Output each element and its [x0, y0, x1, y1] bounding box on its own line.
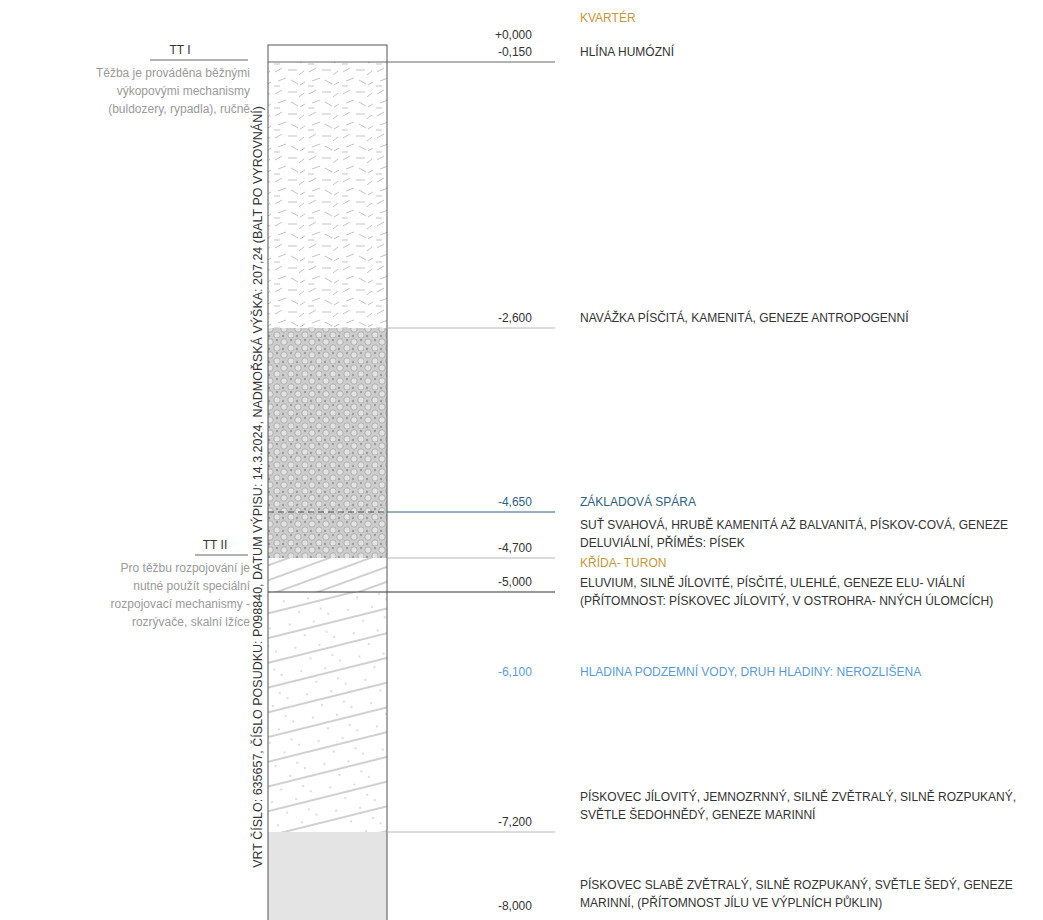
borehole-info: VRT ČÍSLO: 635657, ČÍSLO POSUDKU: P09884…: [250, 106, 266, 868]
water-level-label: HLADINA PODZEMNÍ VODY, DRUH HLADINY: NER…: [580, 664, 921, 680]
stratigraphy-label: KŘÍDA- TURON: [580, 555, 666, 571]
depth-value: -8,000: [496, 898, 532, 914]
depth-value: -2,600: [496, 310, 532, 326]
foundation-dash: [268, 512, 387, 513]
class-underline: [150, 60, 248, 61]
class-note: Pro těžbu rozpojování je nutné použít sp…: [100, 559, 250, 631]
class-heading: TT I: [150, 42, 210, 58]
scree-layer: [268, 328, 387, 558]
fill-layer: [268, 62, 387, 328]
layer-description: HLÍNA HUMÓZNÍ: [580, 44, 674, 60]
depth-value: -5,000: [496, 574, 532, 590]
class-note: Těžba je prováděna běžnými výkopovými me…: [80, 64, 250, 118]
class-heading: TT II: [193, 537, 237, 553]
stratigraphy-label: KVARTÉR: [580, 10, 636, 26]
clay-sandstone-layer: [268, 592, 387, 832]
humus-layer: [268, 45, 387, 62]
depth-value: -4,650: [496, 494, 532, 510]
depth-lines: [268, 62, 555, 832]
depth-value: -0,150: [496, 44, 532, 60]
layer-description: NAVÁŽKA PÍSČITÁ, KAMENITÁ, GENEZE ANTROP…: [580, 310, 909, 326]
depth-value: -7,200: [496, 814, 532, 830]
depth-value: -6,100: [496, 664, 532, 680]
layer-description: PÍSKOVEC JÍLOVITÝ, JEMNOZRNNÝ, SILNĚ ZVĚ…: [580, 788, 1035, 824]
class-underline: [195, 555, 248, 556]
depth-value: +0,000: [493, 27, 532, 43]
eluvium-layer: [268, 558, 387, 592]
column-outline: [268, 45, 387, 920]
layer-description: ELUVIUM, SILNĚ JÍLOVITÉ, PÍSČITÉ, ULEHLÉ…: [580, 574, 1035, 610]
depth-value: -4,700: [496, 540, 532, 556]
sandstone-layer: [268, 832, 387, 920]
foundation-label: ZÁKLADOVÁ SPÁRA: [580, 494, 696, 510]
layer-description: SUŤ SVAHOVÁ, HRUBĚ KAMENITÁ AŽ BALVANITÁ…: [580, 516, 1035, 552]
layer-description: PÍSKOVEC SLABĚ ZVĚTRALÝ, SILNĚ ROZPUKANÝ…: [580, 876, 1035, 912]
